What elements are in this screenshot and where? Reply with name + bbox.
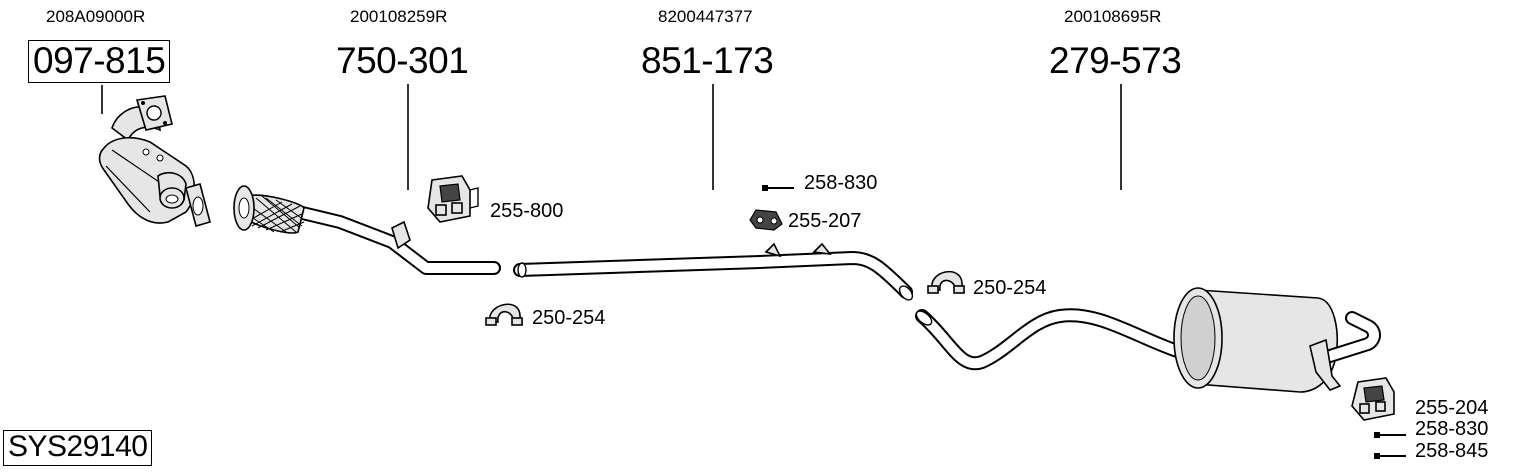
accessory-hanger-front[interactable]: 255-800	[490, 200, 564, 222]
oem-number-middle-pipe: 8200447377	[658, 7, 753, 26]
accessory-bolt-mid[interactable]: 258-830	[804, 172, 878, 194]
part-number-catalyst[interactable]: 097-815	[28, 40, 171, 83]
clamp-front-icon[interactable]	[485, 303, 524, 326]
accessory-bolt-rear-1[interactable]: 258-830	[1415, 418, 1489, 440]
middle-pipe[interactable]	[513, 242, 915, 302]
rubber-mount-icon[interactable]	[749, 209, 783, 231]
catalytic-converter[interactable]	[98, 95, 211, 227]
bolt-rear-2-icon[interactable]	[1374, 453, 1406, 459]
part-number-front-pipe[interactable]: 750-301	[336, 40, 469, 81]
accessory-bolt-rear-2[interactable]: 258-845	[1415, 440, 1489, 462]
accessory-clamp-rear[interactable]: 250-254	[973, 277, 1047, 299]
system-id: SYS29140	[3, 430, 153, 466]
oem-number-rear-silencer: 200108695R	[1064, 7, 1162, 26]
bolt-rear-1-icon[interactable]	[1374, 432, 1406, 438]
front-pipe[interactable]	[233, 185, 501, 275]
part-number-middle-pipe[interactable]: 851-173	[641, 40, 774, 81]
bolt-mid-icon[interactable]	[762, 185, 794, 191]
hanger-rear-icon[interactable]	[1351, 377, 1395, 421]
oem-number-catalyst: 208A09000R	[46, 7, 146, 26]
part-number-rear-silencer[interactable]: 279-573	[1049, 40, 1182, 81]
accessory-clamp-front[interactable]: 250-254	[532, 307, 606, 329]
clamp-rear-icon[interactable]	[927, 270, 966, 294]
oem-number-front-pipe: 200108259R	[350, 7, 448, 26]
hanger-front-icon[interactable]	[427, 175, 479, 223]
accessory-hanger-rear[interactable]: 255-204	[1415, 397, 1489, 419]
rear-silencer[interactable]	[914, 287, 1381, 393]
accessory-rubber-mid[interactable]: 255-207	[788, 210, 862, 232]
